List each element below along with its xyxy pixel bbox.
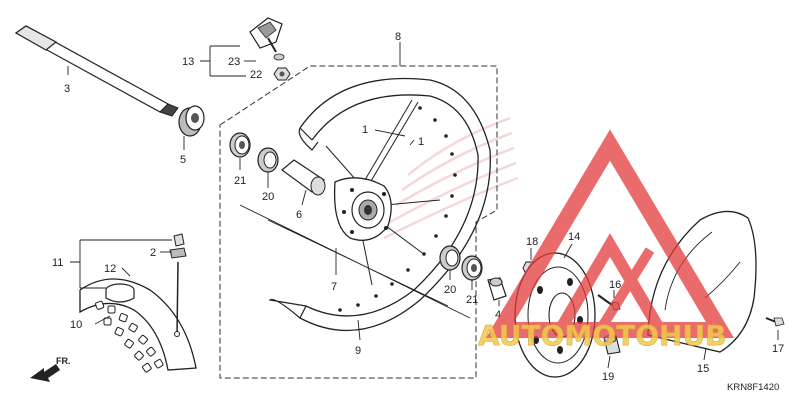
callout-numbers: 3 5 13 23 22 8 1 1 21 20 6 7 9 20 21 4 1…	[52, 31, 784, 383]
watermark-text: AUTOMOTOHUB	[478, 319, 727, 352]
callout-1b: 1	[418, 136, 424, 148]
axle-collar-part	[178, 105, 205, 137]
callout-15: 15	[697, 363, 709, 375]
distance-collar-part	[281, 159, 326, 196]
callout-5: 5	[180, 154, 186, 166]
callout-13: 13	[182, 56, 194, 68]
tire-part	[79, 278, 197, 373]
callout-3: 3	[64, 83, 70, 95]
disc-cover-part	[647, 210, 757, 353]
callout-19: 19	[602, 371, 614, 383]
callout-2: 2	[150, 247, 156, 259]
axle-part	[14, 25, 179, 117]
side-collar-part	[487, 277, 507, 301]
callout-17: 17	[772, 343, 784, 355]
bearing-upper-part	[229, 132, 251, 158]
callout-14: 14	[568, 231, 580, 243]
callout-16: 16	[609, 279, 621, 291]
assembly-boundary	[219, 65, 498, 379]
callout-22: 22	[250, 69, 262, 81]
wheel-rim-part	[268, 77, 491, 332]
callout-21a: 21	[234, 175, 246, 187]
callout-1a: 1	[362, 124, 368, 136]
cable-guide-nut-part	[273, 67, 291, 81]
cable-guide-washer-part	[273, 53, 285, 61]
callout-9: 9	[355, 345, 361, 357]
dust-seal-upper-part	[257, 147, 279, 173]
front-direction-label: FR.	[56, 356, 71, 366]
callout-4: 4	[495, 309, 501, 321]
callout-18: 18	[526, 236, 538, 248]
bearing-lower-part	[461, 255, 483, 281]
leader-lines	[67, 42, 779, 369]
wheel-hub-part	[333, 177, 392, 241]
callout-7: 7	[331, 281, 337, 293]
callout-6: 6	[296, 209, 302, 221]
cable-guide-part	[249, 17, 283, 53]
rim-lock-part	[169, 233, 187, 337]
dust-seal-lower-part	[439, 245, 461, 271]
callout-10: 10	[70, 319, 82, 331]
watermark-logo-icon	[485, 129, 735, 338]
rim-band-part	[105, 283, 135, 303]
disc-cover-screw-part	[765, 317, 785, 327]
diagram-code: KRN8F1420	[727, 382, 779, 393]
callout-12: 12	[104, 263, 116, 275]
callout-21b: 21	[466, 294, 478, 306]
front-direction-arrow-icon: FR.	[30, 356, 71, 382]
callout-11: 11	[52, 257, 63, 269]
callout-8: 8	[395, 31, 401, 43]
callout-20a: 20	[262, 191, 274, 203]
callout-23: 23	[228, 56, 240, 68]
callout-20b: 20	[444, 284, 456, 296]
automotohub-watermark: AUTOMOTOHUB	[478, 129, 735, 352]
